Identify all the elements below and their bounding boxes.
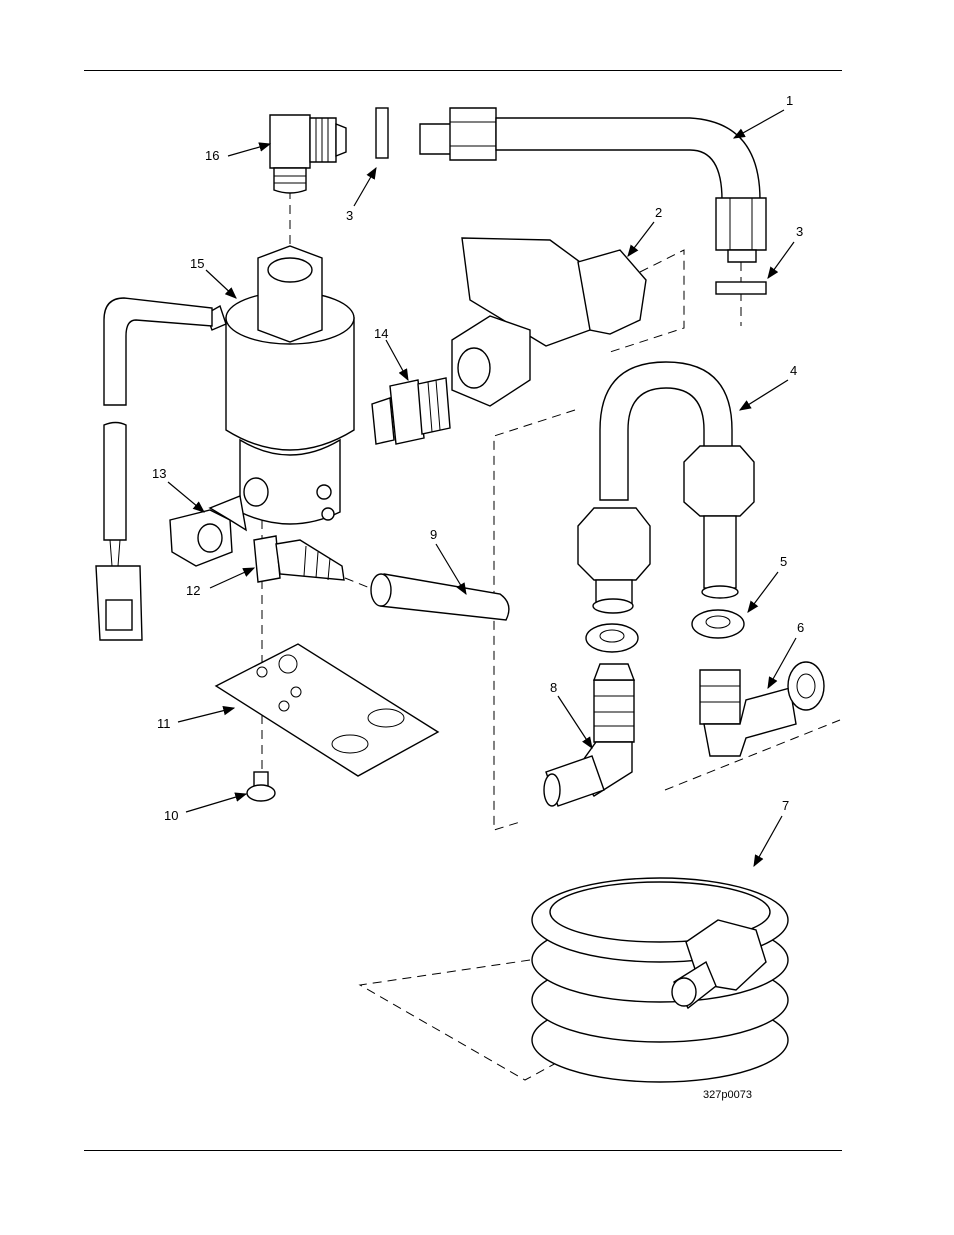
part-6-elbow-fitting bbox=[700, 662, 824, 756]
part-3-washer-lower bbox=[716, 282, 766, 294]
callout-8: 8 bbox=[550, 680, 557, 695]
callout-5: 5 bbox=[780, 554, 787, 569]
part-16-elbow-fitting bbox=[270, 115, 346, 193]
callout-10: 10 bbox=[164, 808, 178, 823]
part-3-washer-upper bbox=[376, 108, 388, 158]
part-8-elbow-fitting bbox=[544, 664, 634, 806]
callout-1: 1 bbox=[786, 93, 793, 108]
part-7-coil bbox=[532, 878, 788, 1082]
part-11-mounting-plate bbox=[216, 644, 438, 776]
callout-2: 2 bbox=[655, 205, 662, 220]
part-13-elbow-fitting bbox=[170, 496, 246, 566]
callout-7: 7 bbox=[782, 798, 789, 813]
part-14-nipple-fitting bbox=[372, 378, 450, 444]
figure-id: 327p0073 bbox=[703, 1089, 752, 1101]
callout-14: 14 bbox=[374, 326, 388, 341]
callout-3-upper: 3 bbox=[346, 208, 353, 223]
callout-6: 6 bbox=[797, 620, 804, 635]
callout-11: 11 bbox=[157, 716, 171, 731]
part-10-screw bbox=[247, 772, 275, 801]
callout-12: 12 bbox=[186, 583, 200, 598]
callout-15: 15 bbox=[190, 256, 204, 271]
callout-4: 4 bbox=[790, 363, 797, 378]
callout-9: 9 bbox=[430, 527, 437, 542]
part-5-washers bbox=[586, 610, 744, 652]
callout-16: 16 bbox=[205, 148, 219, 163]
part-12-hose-barb bbox=[254, 536, 344, 582]
callout-3-lower: 3 bbox=[796, 224, 803, 239]
callout-13: 13 bbox=[152, 466, 166, 481]
part-9-hose bbox=[371, 574, 509, 620]
part-4-u-tube bbox=[578, 362, 754, 613]
